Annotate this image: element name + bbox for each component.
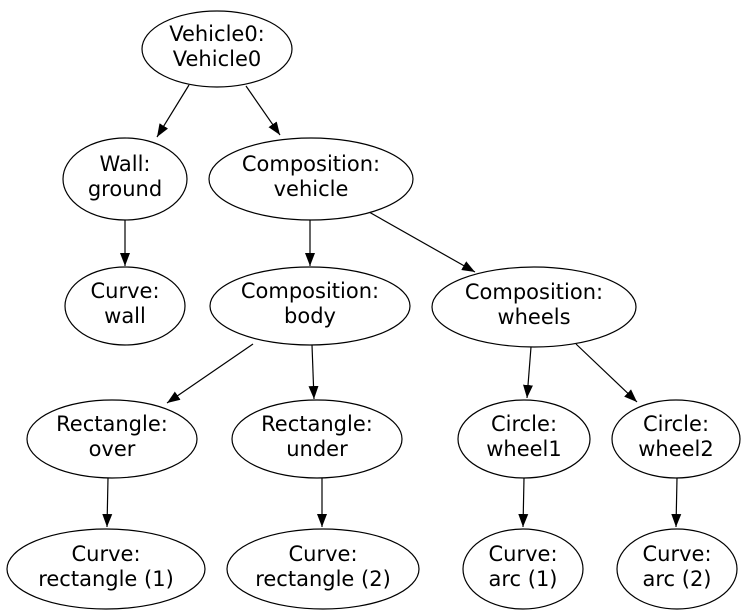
- node-ellipse-rectangle-under: [231, 399, 403, 479]
- node-label-line: Curve:: [642, 542, 711, 566]
- node-label-line: ground: [88, 177, 162, 201]
- edges-layer: [102, 84, 682, 528]
- node-ellipse-composition-body: [209, 266, 411, 346]
- node-label-line: wall: [104, 304, 146, 328]
- node-composition-vehicle: Composition:vehicle: [208, 137, 414, 221]
- edge-circle-wheel2-to-curve-arc-2: [671, 477, 682, 528]
- node-label-line: Circle:: [491, 412, 557, 436]
- node-ellipse-curve-wall: [64, 266, 186, 346]
- edge-composition-wheels-to-circle-wheel1: [523, 346, 534, 399]
- node-curve-rectangle-2: Curve:rectangle (2): [226, 528, 420, 610]
- node-curve-arc-1: Curve:arc (1): [462, 528, 584, 610]
- node-label-line: Curve:: [488, 542, 557, 566]
- node-ellipse-composition-wheels: [431, 266, 637, 348]
- node-curve-arc-2: Curve:arc (2): [616, 528, 738, 610]
- node-label-line: vehicle: [274, 177, 349, 201]
- node-label-circle-wheel1: Circle:wheel1: [486, 412, 562, 461]
- node-rectangle-under: Rectangle:under: [231, 399, 403, 479]
- node-label-rectangle-under: Rectangle:under: [261, 412, 373, 461]
- node-ellipse-rectangle-over: [26, 399, 198, 479]
- edge-rectangle-over-to-curve-rectangle-1: [102, 477, 113, 528]
- node-ellipse-curve-arc-1: [462, 528, 584, 610]
- node-composition-body: Composition:body: [209, 266, 411, 346]
- node-label-line: Vehicle0:: [169, 22, 265, 46]
- edge-vehicle0-to-composition-vehicle: [245, 85, 281, 136]
- node-vehicle0: Vehicle0:Vehicle0: [141, 10, 293, 88]
- edge-composition-vehicle-to-composition-wheels: [368, 211, 476, 273]
- node-ellipse-circle-wheel2: [611, 399, 741, 479]
- node-label-rectangle-over: Rectangle:over: [56, 412, 168, 461]
- node-ellipse-circle-wheel1: [457, 399, 591, 479]
- node-label-composition-wheels: Composition:wheels: [465, 280, 603, 329]
- node-label-line: Vehicle0: [173, 47, 261, 71]
- node-label-line: over: [89, 437, 136, 461]
- node-wall-ground: Wall:ground: [62, 137, 188, 221]
- node-label-line: Curve:: [288, 542, 357, 566]
- node-ellipse-composition-vehicle: [208, 137, 414, 221]
- node-label-line: Rectangle:: [261, 412, 373, 436]
- node-label-line: Composition:: [241, 279, 379, 303]
- node-label-line: rectangle (2): [255, 567, 391, 591]
- node-label-line: under: [286, 437, 348, 461]
- nodes-layer: Vehicle0:Vehicle0Wall:groundComposition:…: [6, 10, 741, 610]
- node-label-vehicle0: Vehicle0:Vehicle0: [169, 22, 265, 71]
- node-label-line: arc (1): [488, 567, 557, 591]
- node-ellipse-curve-rectangle-1: [6, 528, 206, 610]
- node-ellipse-vehicle0: [141, 10, 293, 88]
- node-label-line: Composition:: [242, 152, 380, 176]
- edge-vehicle0-to-wall-ground: [156, 84, 190, 138]
- node-label-line: rectangle (1): [38, 567, 174, 591]
- node-label-line: Curve:: [71, 542, 140, 566]
- node-composition-wheels: Composition:wheels: [431, 266, 637, 348]
- node-label-line: wheels: [497, 305, 570, 329]
- node-label-line: wheel1: [486, 437, 562, 461]
- node-label-wall-ground: Wall:ground: [88, 152, 162, 201]
- node-label-line: Rectangle:: [56, 412, 168, 436]
- node-label-curve-wall: Curve:wall: [90, 279, 159, 328]
- node-label-line: arc (2): [642, 567, 711, 591]
- node-label-line: Composition:: [465, 280, 603, 304]
- node-label-curve-arc-1: Curve:arc (1): [488, 542, 557, 591]
- node-label-line: body: [284, 304, 336, 328]
- node-curve-wall: Curve:wall: [64, 266, 186, 346]
- node-label-line: Circle:: [643, 412, 709, 436]
- node-ellipse-curve-rectangle-2: [226, 528, 420, 610]
- node-label-composition-vehicle: Composition:vehicle: [242, 152, 380, 201]
- node-rectangle-over: Rectangle:over: [26, 399, 198, 479]
- node-label-circle-wheel2: Circle:wheel2: [638, 412, 714, 461]
- edge-composition-wheels-to-circle-wheel2: [575, 343, 638, 403]
- node-label-curve-arc-2: Curve:arc (2): [642, 542, 711, 591]
- node-circle-wheel1: Circle:wheel1: [457, 399, 591, 479]
- node-label-line: Curve:: [90, 279, 159, 303]
- node-curve-rectangle-1: Curve:rectangle (1): [6, 528, 206, 610]
- edge-circle-wheel1-to-curve-arc-1: [518, 477, 529, 528]
- node-label-curve-rectangle-2: Curve:rectangle (2): [255, 542, 391, 591]
- node-label-line: Wall:: [99, 152, 150, 176]
- node-ellipse-wall-ground: [62, 137, 188, 221]
- node-circle-wheel2: Circle:wheel2: [611, 399, 741, 479]
- node-label-curve-rectangle-1: Curve:rectangle (1): [38, 542, 174, 591]
- node-label-line: wheel2: [638, 437, 714, 461]
- node-label-composition-body: Composition:body: [241, 279, 379, 328]
- node-ellipse-curve-arc-2: [616, 528, 738, 610]
- edge-composition-body-to-rectangle-under: [308, 344, 319, 400]
- edge-composition-body-to-rectangle-over: [166, 343, 254, 404]
